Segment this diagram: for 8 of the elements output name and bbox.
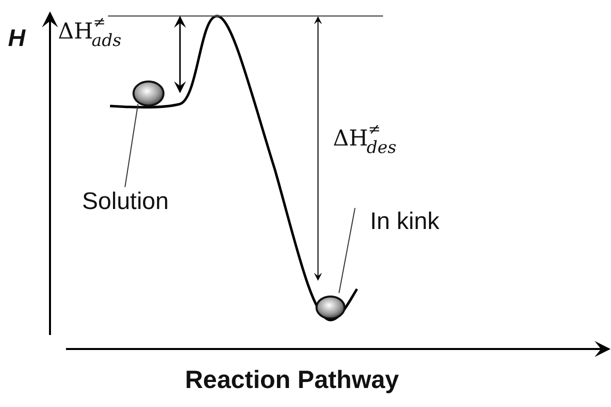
node-label: In kink	[370, 210, 440, 234]
leader-line	[338, 208, 356, 294]
ball-icon	[132, 80, 165, 107]
axis-label: Reaction Pathway	[185, 368, 399, 393]
ball-icon	[315, 295, 346, 320]
node-label: Solution	[82, 190, 170, 214]
leader-line	[124, 104, 138, 188]
axis-label: H	[8, 27, 26, 51]
